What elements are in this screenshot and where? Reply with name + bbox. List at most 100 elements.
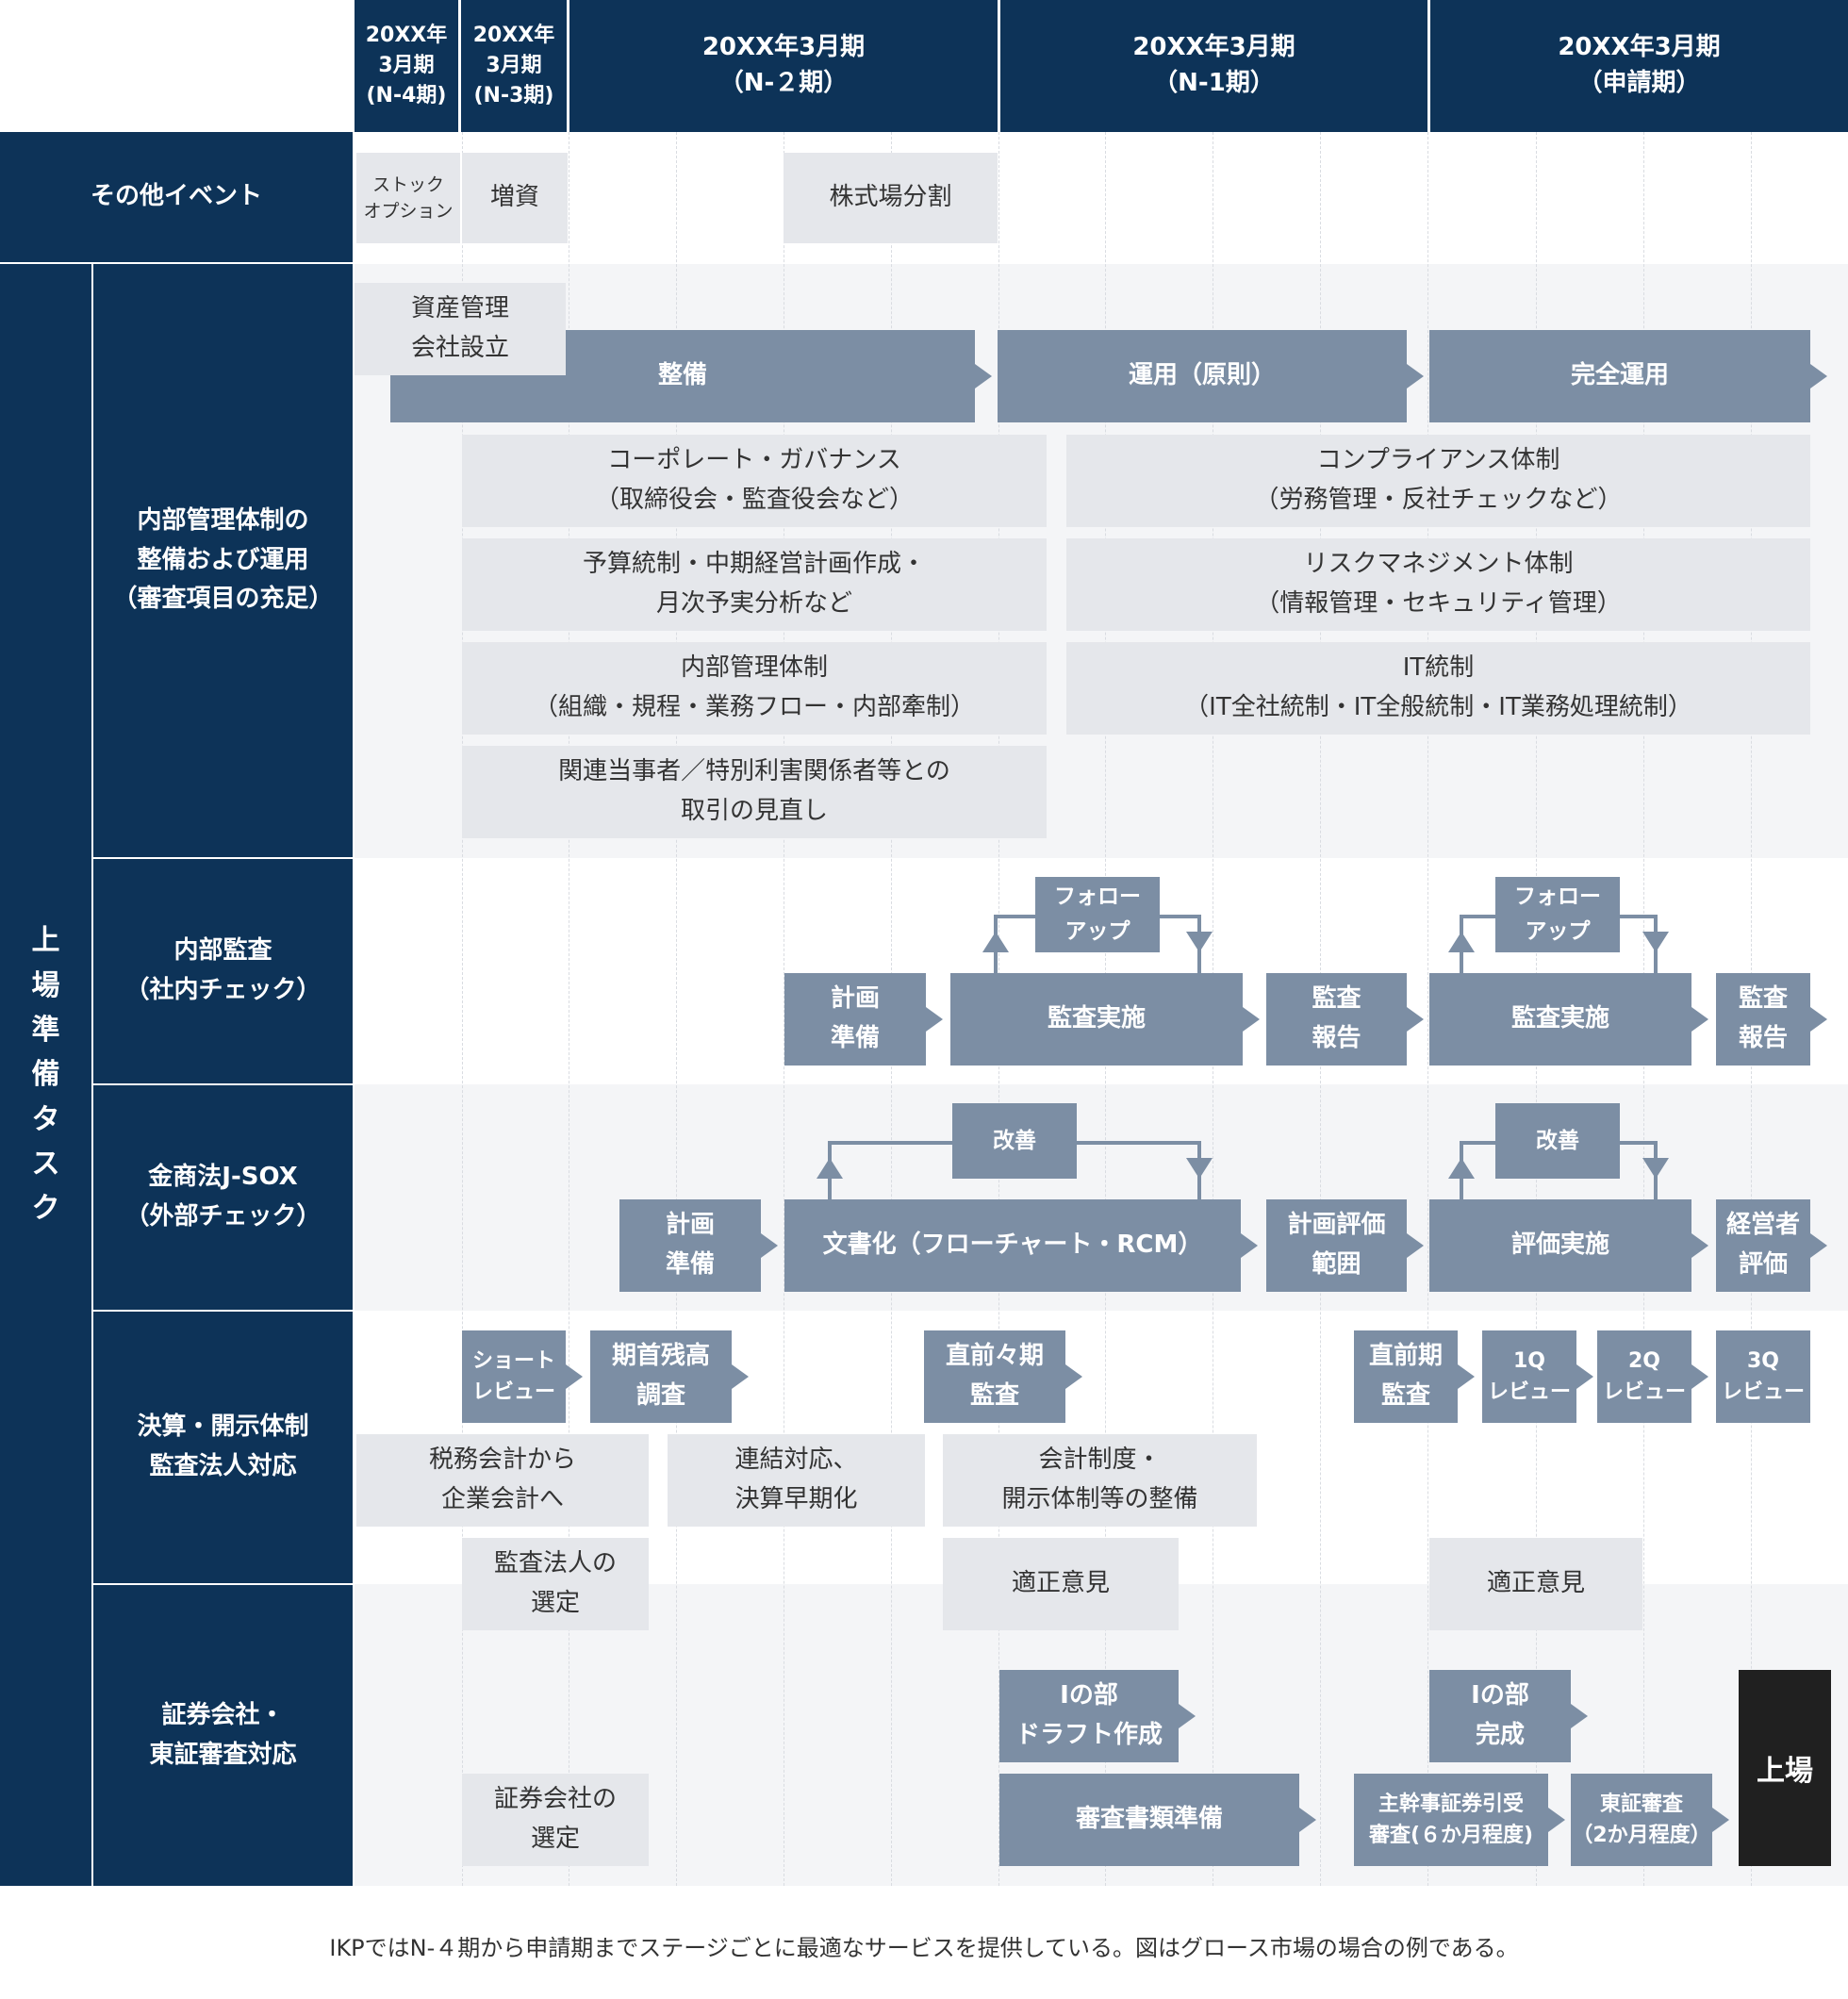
arrow-right-icon	[1179, 1704, 1196, 1728]
tse-review: 東証審査 （2か月程度）	[1571, 1774, 1712, 1866]
row-label-jsox: 金商法J-SOX （外部チェック）	[93, 1085, 353, 1310]
group-label-char: 上	[31, 924, 60, 958]
arrow-up-icon	[817, 1158, 843, 1179]
arrow-right-icon	[1299, 1808, 1316, 1832]
consolidation-early-closing: 連結対応、 決算早期化	[668, 1434, 925, 1527]
arrow-right-icon	[732, 1364, 749, 1389]
arrow-right-icon	[1407, 1233, 1424, 1258]
improve-connector	[1620, 1141, 1658, 1145]
grid-line	[462, 132, 463, 1886]
task-governance: コーポレート・ガバナンス （取締役会・監査役会など）	[462, 435, 1047, 527]
grid-line	[1427, 132, 1428, 1886]
part1-draft: Ⅰの部 ドラフト作成	[999, 1670, 1179, 1762]
arrow-right-icon	[1691, 1364, 1708, 1389]
jsox-evaluation: 評価実施	[1429, 1199, 1691, 1292]
followup-connector	[994, 915, 1035, 918]
jsox-scope: 計画評価 範囲	[1266, 1199, 1407, 1292]
arrow-down-icon	[1186, 932, 1213, 952]
lead-underwriter-review: 主幹事証券引受 審査(６か月程度)	[1354, 1774, 1548, 1866]
followup-connector	[1460, 915, 1495, 918]
asset-company-setup: 資産管理 会社設立	[355, 283, 566, 375]
q2-review: 2Q レビュー	[1597, 1330, 1691, 1423]
select-securities-firm: 証券会社の 選定	[462, 1774, 649, 1866]
row-label-internal-audit: 内部監査 （社内チェック）	[93, 859, 353, 1083]
jsox-plan: 計画 準備	[619, 1199, 761, 1292]
row-label-securities: 証券会社・ 東証審査対応	[93, 1585, 353, 1886]
period-header-application: 20XX年3月期 （申請期）	[1430, 0, 1848, 132]
q3-review: 3Q レビュー	[1716, 1330, 1810, 1423]
jsox-mgmt-evaluation: 経営者 評価	[1716, 1199, 1810, 1292]
arrow-right-icon	[1691, 1007, 1708, 1032]
unqualified-opinion-2: 適正意見	[1429, 1538, 1642, 1630]
arrow-right-icon	[1810, 364, 1827, 388]
listing-milestone: 上場	[1739, 1670, 1831, 1866]
group-label-char: 準	[31, 1013, 60, 1047]
event-stock-split: 株式場分割	[784, 153, 998, 243]
period-header-n2: 20XX年3月期 （N-２期）	[569, 0, 998, 132]
group-label-char: ク	[31, 1192, 60, 1226]
arrow-up-icon	[982, 932, 1009, 952]
arrow-right-icon	[1571, 1704, 1588, 1728]
arrow-right-icon	[975, 364, 992, 388]
audit-report-2: 監査 報告	[1716, 973, 1810, 1066]
audit-execution-2: 監査実施	[1429, 973, 1691, 1066]
unqualified-opinion-1: 適正意見	[943, 1538, 1179, 1630]
accounting-system-setup: 会計制度・ 開示体制等の整備	[943, 1434, 1257, 1527]
audit-execution-1: 監査実施	[950, 973, 1243, 1066]
arrow-right-icon	[1810, 1007, 1827, 1032]
short-review: ショート レビュー	[462, 1330, 566, 1423]
arrow-down-icon	[1186, 1158, 1213, 1179]
arrow-right-icon	[1458, 1364, 1475, 1389]
task-related-party: 関連当事者／特別利害関係者等との 取引の見直し	[462, 746, 1047, 838]
followup-connector	[1620, 915, 1658, 918]
prev-period-audit: 直前期 監査	[1354, 1330, 1458, 1423]
arrow-down-icon	[1642, 1158, 1669, 1179]
task-risk-management: リスクマネジメント体制 （情報管理・セキュリティ管理）	[1066, 538, 1810, 631]
arrow-up-icon	[1448, 1158, 1475, 1179]
group-label-char: ス	[31, 1148, 60, 1181]
row-label-internal-mgmt: 内部管理体制の 整備および運用 （審査項目の充足）	[93, 264, 353, 857]
arrow-right-icon	[1810, 1233, 1827, 1258]
phase-full-operation: 完全運用	[1429, 330, 1810, 422]
arrow-up-icon	[1448, 932, 1475, 952]
period-header-n1: 20XX年3月期 （N-1期）	[1000, 0, 1427, 132]
event-capital-increase: 増資	[462, 153, 568, 243]
review-docs-prep: 審査書類準備	[999, 1774, 1299, 1866]
arrow-right-icon	[1712, 1808, 1729, 1832]
period-header-n3: 20XX年 3月期 (N-3期)	[461, 0, 567, 132]
grid-line	[676, 132, 677, 1886]
improve-connector	[1077, 1141, 1201, 1145]
followup-connector	[1160, 915, 1201, 918]
arrow-right-icon	[1243, 1007, 1260, 1032]
arrow-down-icon	[1642, 932, 1669, 952]
arrow-right-icon	[566, 1364, 583, 1389]
jsox-improve-1: 改善	[952, 1103, 1077, 1179]
task-internal-control: 内部管理体制 （組織・規程・業務フロー・内部牽制）	[462, 642, 1047, 735]
event-stock-option: ストック オプション	[356, 153, 460, 243]
group-label-char: 場	[31, 968, 60, 1002]
select-audit-firm: 監査法人の 選定	[462, 1538, 649, 1630]
task-it-control: IT統制 （IT全社統制・IT全般統制・IT業務処理統制）	[1066, 642, 1810, 735]
arrow-right-icon	[926, 1007, 943, 1032]
jsox-documentation: 文書化（フローチャート・RCM）	[784, 1199, 1241, 1292]
footnote: IKPではN-４期から申請期までステージごとに最適なサービスを提供している。図は…	[329, 1935, 1519, 1961]
task-compliance: コンプライアンス体制 （労務管理・反社チェックなど）	[1066, 435, 1810, 527]
arrow-right-icon	[761, 1233, 778, 1258]
followup-2: フォロー アップ	[1495, 877, 1620, 952]
arrow-right-icon	[1407, 1007, 1424, 1032]
arrow-right-icon	[1548, 1808, 1565, 1832]
improve-connector	[828, 1141, 952, 1145]
arrow-right-icon	[1065, 1364, 1082, 1389]
group-label-char: タ	[31, 1102, 60, 1136]
arrow-right-icon	[1691, 1233, 1708, 1258]
followup-1: フォロー アップ	[1035, 877, 1160, 952]
part1-complete: Ⅰの部 完成	[1429, 1670, 1571, 1762]
audit-report-1: 監査 報告	[1266, 973, 1407, 1066]
arrow-right-icon	[1407, 364, 1424, 388]
arrow-right-icon	[1241, 1233, 1258, 1258]
tax-to-corporate-accounting: 税務会計から 企業会計へ	[356, 1434, 649, 1527]
phase-operate: 運用（原則）	[998, 330, 1407, 422]
improve-connector	[1460, 1141, 1495, 1145]
jsox-improve-2: 改善	[1495, 1103, 1620, 1179]
